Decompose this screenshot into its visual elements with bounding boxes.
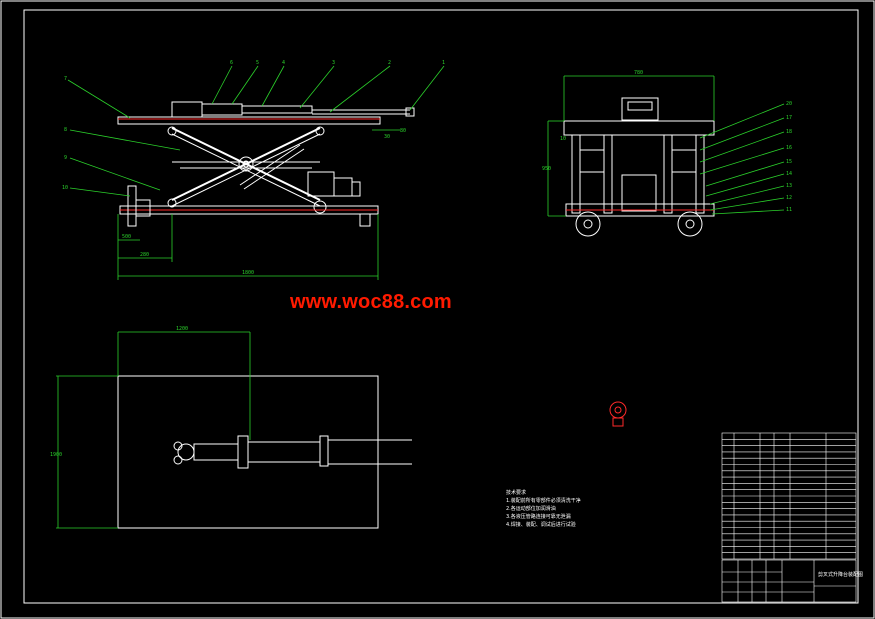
balloon-label: 7 bbox=[64, 76, 67, 82]
front-view-labels: 780 950 10 20 17 18 16 15 14 13 12 11 bbox=[542, 70, 792, 213]
plan-view-annotations bbox=[56, 331, 251, 529]
dimension-label: 30 bbox=[384, 134, 390, 140]
balloon-label: 15 bbox=[786, 159, 792, 165]
tech-requirement-line: 2.各运动部位加润滑油 bbox=[506, 505, 556, 512]
balloon-label: 3 bbox=[332, 60, 335, 66]
balloon-label: 5 bbox=[256, 60, 259, 66]
balloon-label: 6 bbox=[230, 60, 233, 66]
plan-view-labels: 1200 1900 bbox=[50, 326, 188, 458]
watermark-text: www.woc88.com bbox=[290, 291, 452, 313]
tech-requirement-line: 1.装配前所有零部件必须清洗干净 bbox=[506, 497, 581, 504]
plan-view bbox=[117, 375, 412, 529]
dimension-label: 280 bbox=[140, 252, 149, 258]
dimension-label: 80 bbox=[400, 128, 406, 134]
balloon-label: 1 bbox=[442, 60, 445, 66]
tech-requirements-title: 技术要求 bbox=[506, 489, 526, 496]
front-view-annotations bbox=[547, 75, 785, 217]
balloon-label: 17 bbox=[786, 115, 792, 121]
side-view-balloon-labels: 7 6 5 4 3 2 1 8 9 10 30 80 500 280 1800 bbox=[62, 60, 445, 276]
dimension-label: 10 bbox=[560, 136, 566, 142]
dimension-label: 1900 bbox=[50, 452, 62, 458]
balloon-label: 16 bbox=[786, 145, 792, 151]
balloon-label: 2 bbox=[388, 60, 391, 66]
tech-requirements: 技术要求 1.装配前所有零部件必须清洗干净 2.各运动部位加润滑油 3.各液压管… bbox=[506, 489, 581, 528]
dimension-label: 950 bbox=[542, 166, 551, 172]
sheet-inner-frame bbox=[23, 9, 859, 604]
dimension-label: 780 bbox=[634, 70, 643, 76]
side-view-annotations bbox=[67, 65, 445, 280]
side-view bbox=[117, 101, 415, 227]
title-block bbox=[721, 559, 857, 603]
dimension-label: 1200 bbox=[176, 326, 188, 332]
balloon-label: 4 bbox=[282, 60, 285, 66]
dimension-label: 1800 bbox=[242, 270, 254, 276]
balloon-label: 14 bbox=[786, 171, 792, 177]
balloon-label: 18 bbox=[786, 129, 792, 135]
balloon-label: 10 bbox=[62, 185, 68, 191]
front-view bbox=[563, 97, 715, 237]
section-symbol bbox=[609, 401, 627, 427]
balloon-label: 9 bbox=[64, 155, 67, 161]
balloon-label: 8 bbox=[64, 127, 67, 133]
tech-requirement-line: 4.焊接、装配、调试后进行试验 bbox=[506, 521, 576, 528]
balloon-label: 20 bbox=[786, 101, 792, 107]
dimension-label: 500 bbox=[122, 234, 131, 240]
balloon-label: 11 bbox=[786, 207, 792, 213]
balloon-label: 12 bbox=[786, 195, 792, 201]
drawing-title: 剪叉式升降台装配图 bbox=[818, 571, 863, 578]
balloon-label: 13 bbox=[786, 183, 792, 189]
parts-list bbox=[721, 432, 857, 560]
tech-requirement-line: 3.各液压管路连接可靠无泄漏 bbox=[506, 513, 571, 520]
